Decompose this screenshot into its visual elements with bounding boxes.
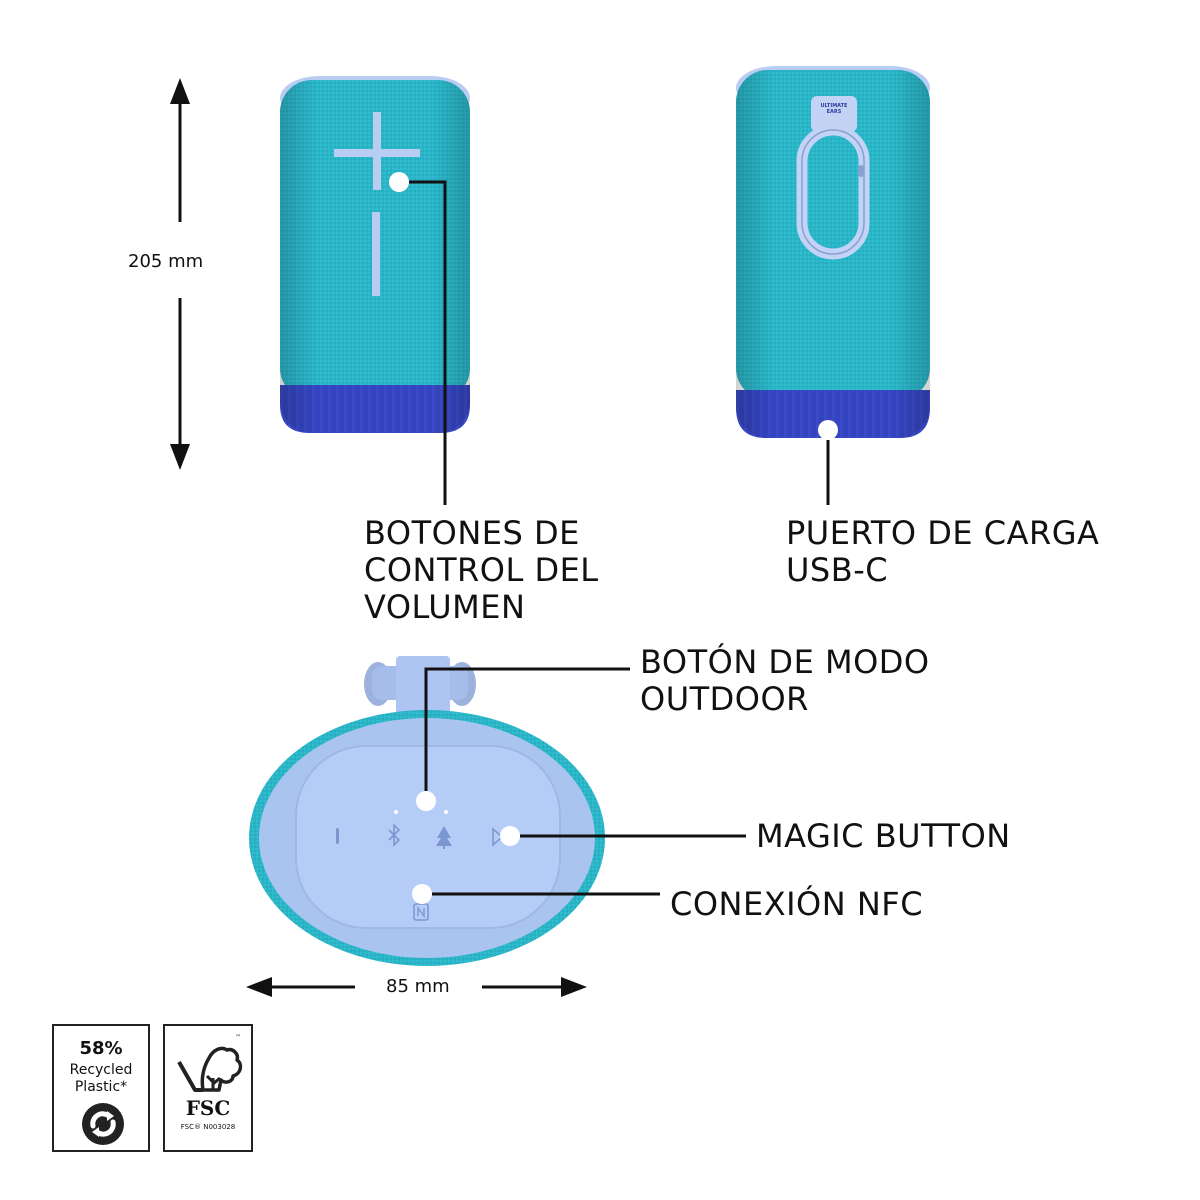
recycled-plastic-badge: 58% Recycled Plastic* (52, 1024, 150, 1152)
width-dimension-arrow (246, 977, 587, 997)
brand-tag: ULTIMATE EARS (820, 103, 848, 115)
recycled-percent: 58% (79, 1038, 123, 1059)
usb-port-callout: PUERTO DE CARGA USB-C (786, 514, 1100, 589)
outdoor-callout-line (424, 667, 630, 791)
plus-icon (334, 112, 420, 190)
height-label: 205 mm (128, 251, 204, 272)
status-led (444, 810, 448, 814)
magic-button-marker (500, 826, 520, 846)
fsc-tree-icon (177, 1046, 243, 1092)
speaker-top-view (249, 656, 605, 966)
volume-buttons-callout: BOTONES DE CONTROL DEL VOLUMEN (364, 514, 599, 626)
carry-loop (796, 96, 870, 260)
speaker-back-view (736, 66, 930, 440)
magic-button-callout: MAGIC BUTTON (756, 817, 1011, 855)
outdoor-button-callout: BOTÓN DE MODO OUTDOOR (640, 643, 930, 718)
minus-icon (372, 212, 380, 296)
volume-callout-line (409, 180, 447, 505)
outdoor-button-marker (416, 791, 436, 811)
play-pause-icon (492, 827, 504, 847)
bluetooth-icon (388, 823, 401, 847)
volume-buttons-marker (389, 172, 409, 192)
status-led (394, 810, 398, 814)
fsc-logo-text: FSC (185, 1096, 231, 1120)
usb-port-marker (818, 420, 838, 440)
outdoor-tree-icon (436, 826, 452, 849)
nfc-icon (413, 903, 429, 921)
recycled-text: Recycled Plastic* (69, 1062, 133, 1095)
nfc-marker (412, 884, 432, 904)
recycle-icon (82, 1103, 124, 1145)
speaker-front-view (280, 76, 470, 433)
nfc-callout: CONEXIÓN NFC (670, 885, 924, 923)
fsc-badge: ™ FSC FSC® N003028 (163, 1024, 253, 1152)
fsc-license-code: FSC® N003028 (180, 1123, 236, 1131)
height-dimension-arrow (170, 78, 190, 470)
power-icon (336, 828, 339, 844)
width-label: 85 mm (386, 976, 450, 997)
